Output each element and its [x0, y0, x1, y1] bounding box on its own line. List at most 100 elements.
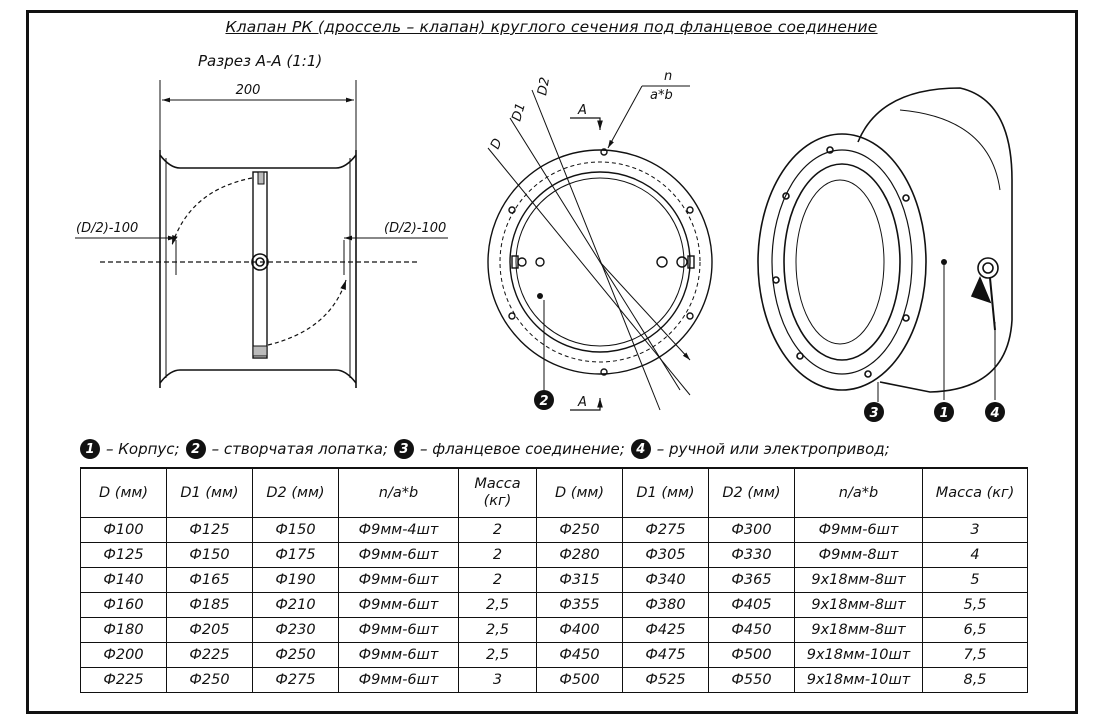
- table-cell: Ф9мм-6шт: [338, 617, 459, 643]
- header-mass-right: Масса (кг): [922, 467, 1028, 518]
- callout-1: 1: [934, 402, 954, 422]
- svg-text:4: 4: [989, 406, 999, 421]
- table-cell: Ф550: [708, 667, 795, 693]
- table-cell: Ф160: [80, 592, 167, 618]
- legend-text-4: – ручной или электропривод;: [656, 440, 890, 458]
- drawing-title: Клапан РК (дроссель – клапан) круглого с…: [225, 18, 878, 36]
- hole-size-label: a*b: [650, 88, 673, 103]
- table-cell: 4: [922, 542, 1028, 568]
- table-cell: Ф500: [708, 642, 795, 668]
- table-cell: Ф125: [166, 517, 253, 543]
- legend-item-3: 3 – фланцевое соединение;: [393, 439, 625, 459]
- spec-table: D (мм) D1 (мм) D2 (мм) n/a*b Масса (кг) …: [80, 467, 1028, 693]
- table-cell: 2: [458, 542, 537, 568]
- table-cell: Ф185: [166, 592, 253, 618]
- table-cell: 5,5: [922, 592, 1028, 618]
- table-cell: Ф250: [166, 667, 253, 693]
- table-cell: 3: [922, 517, 1028, 543]
- table-cell: 9x18мм-8шт: [794, 617, 923, 643]
- header-d1-left: D1 (мм): [166, 467, 253, 518]
- table-header-row: D (мм) D1 (мм) D2 (мм) n/a*b Масса (кг) …: [80, 467, 1028, 518]
- offset-left-label: (D/2)-100: [76, 221, 138, 236]
- table-cell: Ф380: [622, 592, 709, 618]
- header-holes-right: n/a*b: [794, 467, 923, 518]
- header-d-right: D (мм): [536, 467, 623, 518]
- table-cell: Ф355: [536, 592, 623, 618]
- table-cell: Ф225: [166, 642, 253, 668]
- table-cell: Ф450: [536, 642, 623, 668]
- table-cell: Ф330: [708, 542, 795, 568]
- table-cell: 9x18мм-8шт: [794, 567, 923, 593]
- table-row: Ф225 Ф250 Ф275 Ф9мм-6шт 3 Ф500 Ф525 Ф550…: [80, 667, 1028, 693]
- table-row: Ф160 Ф185 Ф210 Ф9мм-6шт 2,5 Ф355 Ф380 Ф4…: [80, 592, 1028, 618]
- table-cell: Ф225: [80, 667, 167, 693]
- legend-item-4: 4 – ручной или электропривод;: [630, 439, 890, 459]
- table-cell: Ф275: [252, 667, 339, 693]
- table-cell: Ф315: [536, 567, 623, 593]
- section-label: Разрез А-А (1:1): [198, 52, 323, 70]
- legend-text-3: – фланцевое соединение;: [419, 440, 625, 458]
- table-cell: Ф9мм-6шт: [338, 642, 459, 668]
- table-cell: Ф9мм-8шт: [794, 542, 923, 568]
- table-cell: Ф525: [622, 667, 709, 693]
- table-cell: Ф205: [166, 617, 253, 643]
- table-cell: Ф400: [536, 617, 623, 643]
- table-row: Ф180 Ф205 Ф230 Ф9мм-6шт 2,5 Ф400 Ф425 Ф4…: [80, 617, 1028, 643]
- table-cell: 3: [458, 667, 537, 693]
- table-cell: Ф250: [536, 517, 623, 543]
- header-mass-left: Масса (кг): [458, 467, 537, 518]
- dim-D1-label: D1: [509, 101, 528, 123]
- table-cell: 9x18мм-10шт: [794, 667, 923, 693]
- table-cell: Ф150: [166, 542, 253, 568]
- table-cell: Ф190: [252, 567, 339, 593]
- header-holes-left: n/a*b: [338, 467, 459, 518]
- table-cell: 6,5: [922, 617, 1028, 643]
- offset-right-label: (D/2)-100: [384, 221, 446, 236]
- table-cell: Ф250: [252, 642, 339, 668]
- table-cell: Ф175: [252, 542, 339, 568]
- table-cell: 9x18мм-8шт: [794, 592, 923, 618]
- callout-3: 3: [864, 402, 884, 422]
- table-cell: Ф180: [80, 617, 167, 643]
- callout-2: 2: [534, 390, 554, 410]
- header-d2-right: D2 (мм): [708, 467, 795, 518]
- technical-drawing: 200 (D/2)-100 (D/2)-100 D D1 D2 n a*b A …: [75, 69, 1013, 422]
- table-cell: Ф305: [622, 542, 709, 568]
- legend-item-1: 1 – Корпус;: [80, 439, 180, 459]
- table-cell: Ф275: [622, 517, 709, 543]
- legend-badge-1: 1: [80, 439, 100, 459]
- table-cell: Ф9мм-6шт: [338, 542, 459, 568]
- header-d2-left: D2 (мм): [252, 467, 339, 518]
- svg-text:3: 3: [869, 406, 878, 421]
- legend-badge-3: 3: [393, 439, 414, 459]
- table-cell: Ф140: [80, 567, 167, 593]
- cut-mark-bottom: A: [577, 395, 587, 410]
- table-cell: Ф280: [536, 542, 623, 568]
- table-row: Ф125 Ф150 Ф175 Ф9мм-6шт 2 Ф280 Ф305 Ф330…: [80, 542, 1028, 568]
- table-cell: Ф500: [536, 667, 623, 693]
- table-cell: Ф100: [80, 517, 167, 543]
- table-cell: Ф9мм-6шт: [794, 517, 923, 543]
- table-cell: Ф9мм-6шт: [338, 667, 459, 693]
- table-cell: 2,5: [458, 617, 537, 643]
- hole-count-label: n: [664, 69, 672, 84]
- width-dimension: 200: [236, 83, 261, 98]
- table-cell: Ф450: [708, 617, 795, 643]
- table-cell: 8,5: [922, 667, 1028, 693]
- legend: 1 – Корпус; 2 – створчатая лопатка; 3 – …: [80, 439, 896, 459]
- table-cell: Ф230: [252, 617, 339, 643]
- callout-4: 4: [985, 402, 1005, 422]
- table-cell: Ф300: [708, 517, 795, 543]
- callout-dot-2: [537, 293, 543, 299]
- table-row: Ф200 Ф225 Ф250 Ф9мм-6шт 2,5 Ф450 Ф475 Ф5…: [80, 642, 1028, 668]
- table-cell: 2: [458, 567, 537, 593]
- table-cell: 9x18мм-10шт: [794, 642, 923, 668]
- table-cell: Ф425: [622, 617, 709, 643]
- dim-D2-label: D2: [535, 76, 553, 97]
- table-cell: Ф200: [80, 642, 167, 668]
- front-view: [487, 85, 713, 411]
- dim-D-label: D: [488, 136, 506, 151]
- legend-badge-2: 2: [185, 439, 206, 459]
- table-cell: Ф150: [252, 517, 339, 543]
- table-cell: Ф9мм-6шт: [338, 567, 459, 593]
